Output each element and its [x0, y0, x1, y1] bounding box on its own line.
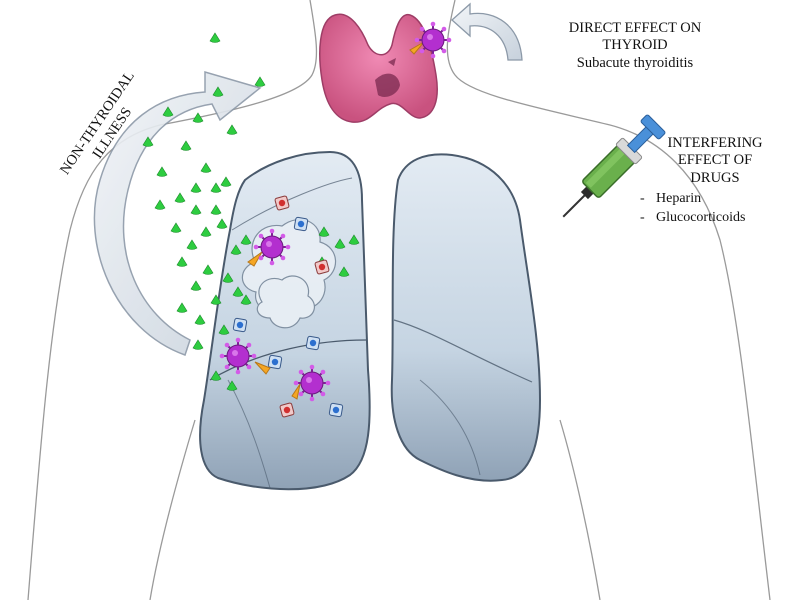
thyroid-gland — [319, 13, 438, 123]
interfering-drugs-label: INTERFERING EFFECT OF DRUGS -Heparin -Gl… — [640, 135, 790, 229]
direct-effect-label: DIRECT EFFECT ON THYROID Subacute thyroi… — [540, 20, 730, 72]
drug-heparin: Heparin — [656, 191, 702, 207]
syringe-icon — [562, 114, 666, 218]
drug-glucocorticoids: Glucocorticoids — [656, 209, 746, 225]
curved-arrow-icon — [93, 71, 262, 356]
thyroid-attack-arrow — [409, 41, 425, 55]
lung-right — [390, 153, 542, 482]
small-curved-arrow-icon — [451, 2, 523, 61]
interfering-line2: EFFECT OF — [677, 152, 753, 169]
subacute-thyroiditis-text: Subacute thyroiditis — [576, 54, 694, 71]
drug-item: -Heparin — [640, 191, 702, 207]
drug-list: -Heparin -Glucocorticoids — [640, 191, 790, 227]
interfering-line3: DRUGS — [690, 169, 740, 186]
direct-effect-line2: THYROID — [602, 37, 668, 54]
drug-item: -Glucocorticoids — [640, 209, 746, 225]
direct-effect-line1: DIRECT EFFECT ON — [568, 20, 702, 36]
lung-virus-arrows — [247, 251, 301, 400]
interfering-line1: INTERFERING — [667, 135, 763, 151]
